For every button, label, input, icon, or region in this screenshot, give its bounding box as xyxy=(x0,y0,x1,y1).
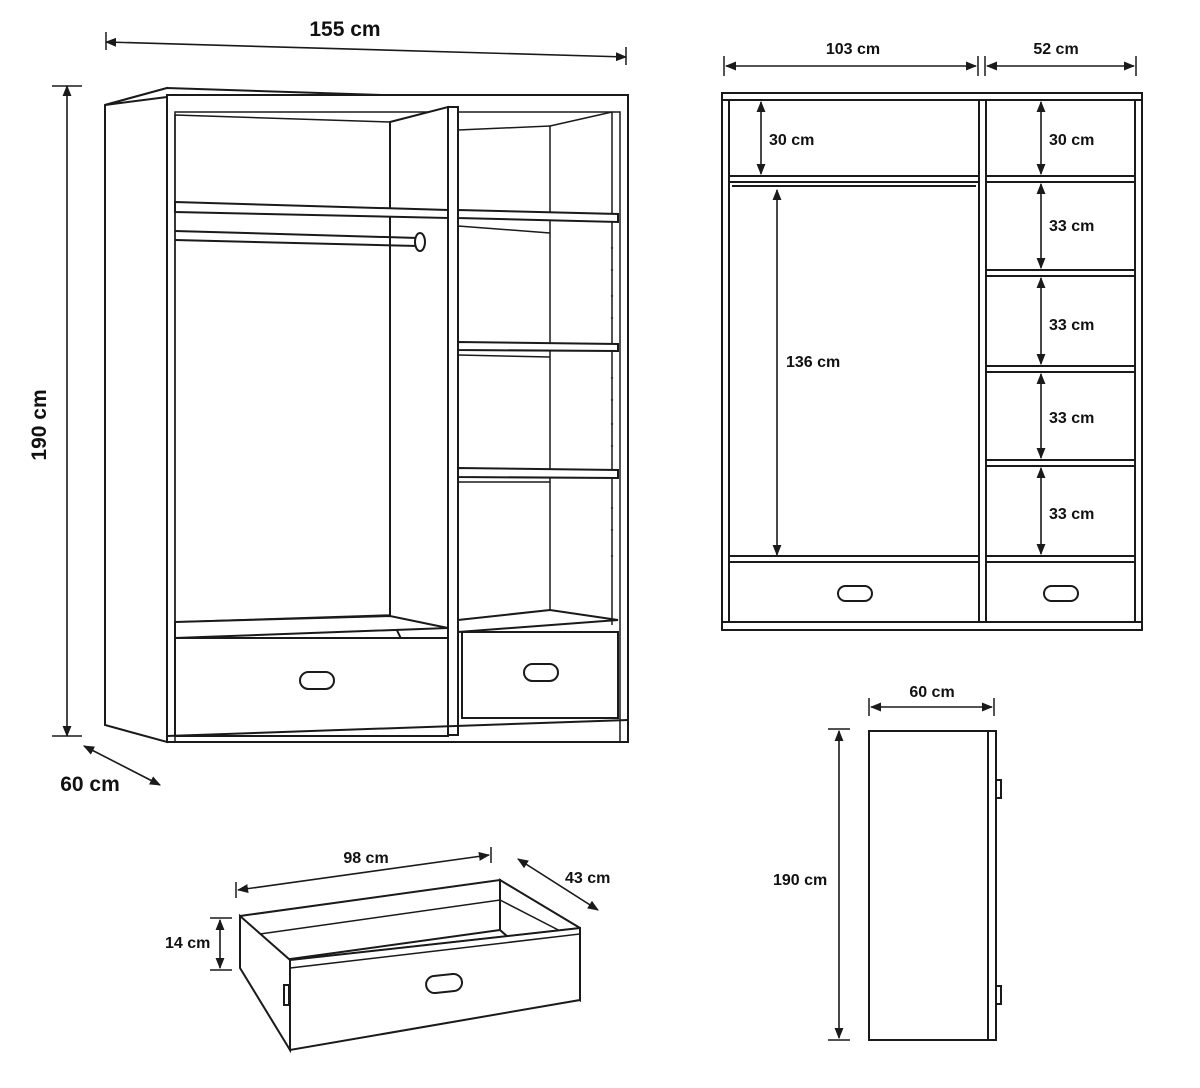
width-label: 155 cm xyxy=(309,18,380,41)
right-drawer-handle xyxy=(523,663,559,682)
front-view: 103 cm 52 cm 30 cm 136 cm 30 cm 33 cm 33… xyxy=(721,41,1143,631)
front-right-shelf-label-1: 30 cm xyxy=(1049,132,1094,149)
front-right-shelf-3 xyxy=(985,365,1136,373)
hanging-rod-bracket xyxy=(414,232,426,252)
front-left-drawer-handle xyxy=(837,585,873,602)
left-top-shelf xyxy=(174,200,449,220)
center-divider-face xyxy=(447,106,459,736)
perspective-side-panel xyxy=(104,86,168,744)
front-right-shelf-label-5: 33 cm xyxy=(1049,506,1094,523)
drawer-width-label: 98 cm xyxy=(343,850,388,867)
drawer-view: 98 cm 43 cm 14 cm xyxy=(165,847,610,1054)
right-shelf-3 xyxy=(457,466,619,480)
side-hinge-top xyxy=(995,779,1002,799)
width-dimension-line xyxy=(104,37,628,62)
front-outer-frame xyxy=(721,92,1143,631)
side-depth-label: 60 cm xyxy=(909,684,954,701)
front-left-top-label: 30 cm xyxy=(769,132,814,149)
right-shelf-1 xyxy=(457,208,619,224)
front-right-shelf-4 xyxy=(985,459,1136,467)
shelf-peg-holes xyxy=(610,246,614,558)
front-divider xyxy=(978,99,987,623)
right-bottom-board xyxy=(457,608,619,634)
side-height-label: 190 cm xyxy=(773,872,827,889)
front-right-width-label: 52 cm xyxy=(1033,41,1078,58)
drawer-width-dim xyxy=(236,851,491,894)
side-view: 60 cm 190 cm xyxy=(773,684,1002,1041)
drawer-height-label: 14 cm xyxy=(165,935,210,952)
side-panel xyxy=(868,730,997,1041)
drawer-handle xyxy=(425,973,464,994)
front-left-width-label: 103 cm xyxy=(826,41,880,58)
front-right-shelf-1 xyxy=(985,175,1136,183)
front-right-shelf-label-3: 33 cm xyxy=(1049,317,1094,334)
depth-label: 60 cm xyxy=(60,773,120,796)
hanging-rod xyxy=(174,230,419,239)
left-drawer-handle xyxy=(299,671,335,690)
depth-dimension-line xyxy=(83,745,161,786)
side-hinge-bottom xyxy=(995,985,1002,1005)
left-bottom-board xyxy=(174,614,449,640)
front-right-shelf-label-4: 33 cm xyxy=(1049,410,1094,427)
front-right-drawer-handle xyxy=(1043,585,1079,602)
drawer-depth-label: 43 cm xyxy=(565,870,610,887)
front-right-shelf-label-2: 33 cm xyxy=(1049,218,1094,235)
perspective-view: 155 cm 190 cm 60 cm xyxy=(28,18,629,796)
right-shelf-2 xyxy=(457,340,619,353)
drawer-depth-dim xyxy=(517,858,599,911)
front-right-shelf-2 xyxy=(985,269,1136,277)
front-hanging-label: 136 cm xyxy=(786,354,840,371)
front-left-shelf xyxy=(728,175,980,183)
height-label: 190 cm xyxy=(28,389,51,460)
